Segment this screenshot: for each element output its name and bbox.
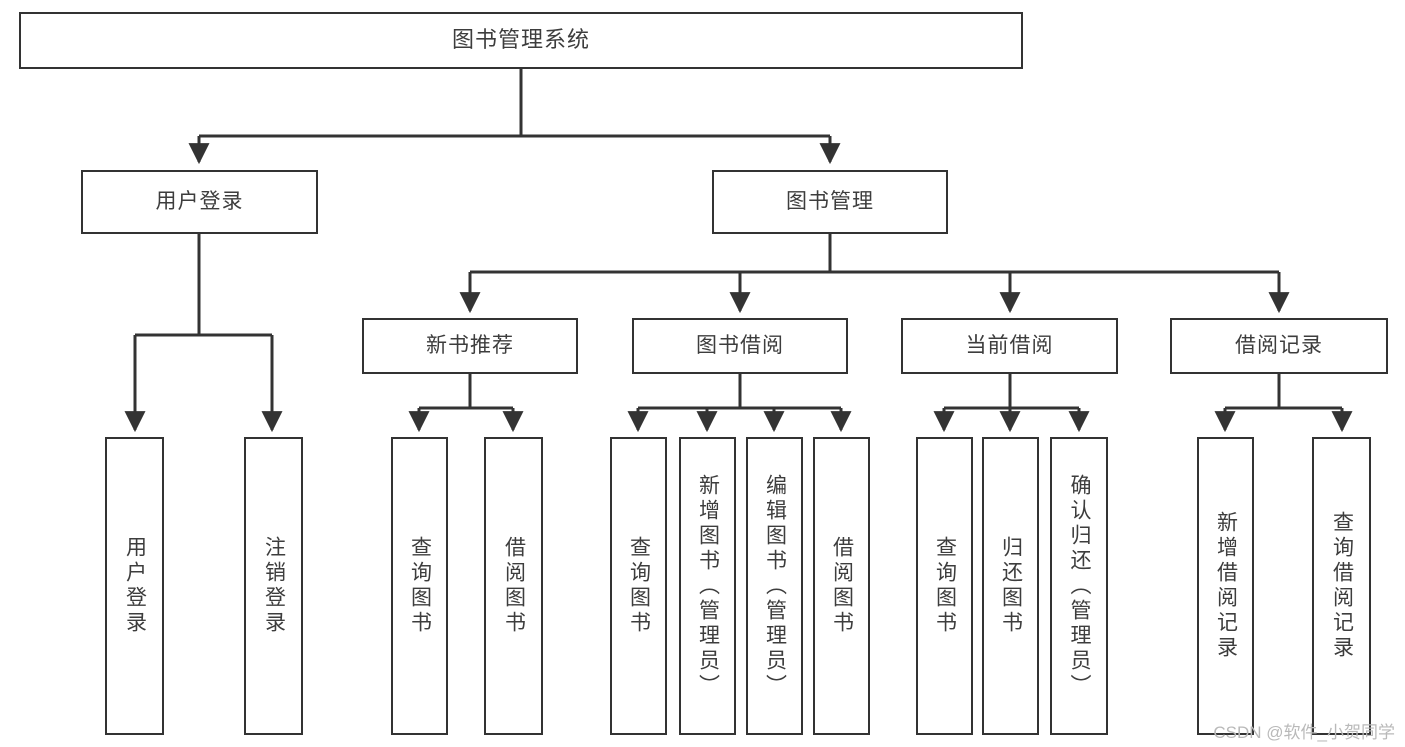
leaf-add-book-admin[interactable]: 新增图书（管理员） [679, 437, 736, 735]
node-label: 用户登录 [155, 190, 244, 214]
leaf-borrow-book[interactable]: 借阅图书 [813, 437, 870, 735]
leaf-query-book-current[interactable]: 查询图书 [916, 437, 973, 735]
leaf-query-borrow-record[interactable]: 查询借阅记录 [1312, 437, 1371, 735]
node-borrow-records[interactable]: 借阅记录 [1170, 318, 1388, 374]
leaf-query-book-borrow[interactable]: 查询图书 [610, 437, 667, 735]
node-label: 图书借阅 [696, 334, 784, 358]
node-label: 查询图书 [933, 536, 957, 636]
node-book-borrow[interactable]: 图书借阅 [632, 318, 848, 374]
node-label: 新书推荐 [426, 334, 514, 358]
node-label: 用户登录 [123, 536, 147, 636]
node-label: 新增图书（管理员） [696, 473, 720, 699]
node-label: 借阅图书 [830, 536, 854, 636]
node-label: 新增借阅记录 [1214, 511, 1238, 661]
node-current-borrow[interactable]: 当前借阅 [901, 318, 1118, 374]
node-label: 查询图书 [627, 536, 651, 636]
node-label: 借阅图书 [502, 536, 526, 636]
leaf-add-borrow-record[interactable]: 新增借阅记录 [1197, 437, 1254, 735]
node-label: 确认归还（管理员） [1068, 473, 1091, 699]
node-label: 借阅记录 [1235, 334, 1323, 358]
node-label: 图书管理系统 [451, 27, 590, 53]
leaf-query-book-new-recommend[interactable]: 查询图书 [391, 437, 448, 735]
node-label: 图书管理 [786, 190, 874, 214]
leaf-confirm-return-admin[interactable]: 确认归还（管理员） [1050, 437, 1108, 735]
csdn-watermark: CSDN @软件_小贺同学 [1213, 723, 1395, 742]
node-root-book-management-system[interactable]: 图书管理系统 [19, 12, 1023, 69]
leaf-logout[interactable]: 注销登录 [244, 437, 303, 735]
leaf-user-login[interactable]: 用户登录 [105, 437, 164, 735]
node-book-management[interactable]: 图书管理 [712, 170, 948, 234]
node-label: 当前借阅 [965, 334, 1054, 358]
leaf-return-book[interactable]: 归还图书 [982, 437, 1039, 735]
node-label: 编辑图书（管理员） [763, 473, 787, 699]
node-label: 注销登录 [262, 536, 286, 636]
leaf-borrow-book-new-recommend[interactable]: 借阅图书 [484, 437, 543, 735]
node-label: 归还图书 [999, 536, 1023, 636]
node-user-login[interactable]: 用户登录 [81, 170, 318, 234]
node-label: 查询借阅记录 [1330, 511, 1354, 661]
node-label: 查询图书 [408, 536, 432, 636]
leaf-edit-book-admin[interactable]: 编辑图书（管理员） [746, 437, 803, 735]
node-new-book-recommend[interactable]: 新书推荐 [362, 318, 578, 374]
